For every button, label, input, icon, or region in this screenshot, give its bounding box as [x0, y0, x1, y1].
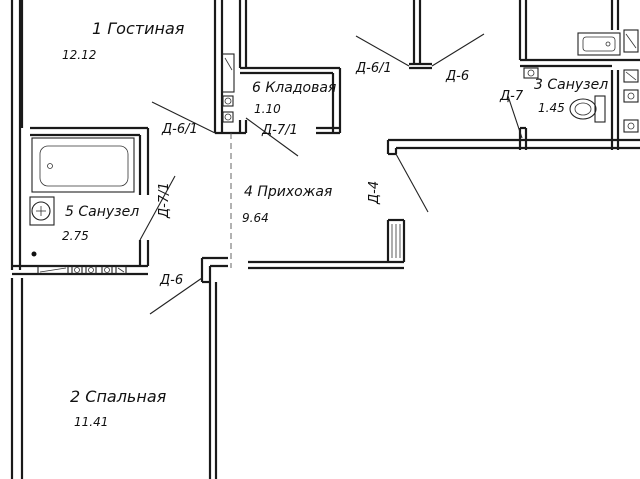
door-label-d7-1-bath: Д-7/1: [157, 182, 172, 219]
room-label-living: 1 Гостиная: [92, 19, 185, 38]
corridor-top-wall: [386, 138, 640, 156]
door-label-d7: Д-7: [499, 89, 524, 104]
door-label-d6-1-living: Д-6/1: [161, 122, 198, 137]
left-exterior-wall: [10, 0, 24, 479]
room-area-living: 12.12: [62, 48, 96, 62]
bathroom-5-walls: [12, 126, 150, 276]
living-room-partition: [213, 0, 342, 135]
room-label-hallway: 4 Прихожая: [244, 184, 332, 200]
hallway-bedroom-walls: [200, 218, 406, 479]
room-area-hallway: 9.64: [242, 211, 269, 225]
door-label-d6-top: Д-6: [445, 69, 469, 84]
door-label-d6-1-top: Д-6/1: [355, 61, 392, 76]
room-area-storage: 1.10: [254, 102, 281, 116]
room-label-storage: 6 Кладовая: [252, 80, 336, 96]
room-label-bathroom-3: 3 Санузел: [534, 77, 608, 93]
door-label-d4: Д-4: [367, 181, 382, 205]
door-label-d6-bedroom: Д-6: [159, 273, 183, 288]
room-area-bathroom-3: 1.45: [538, 101, 565, 115]
top-center-wall: [409, 0, 432, 70]
room-label-bedroom: 2 Спальная: [70, 387, 167, 406]
room-area-bedroom: 11.41: [74, 415, 108, 429]
door-label-d7-1-storage: Д-7/1: [261, 123, 298, 138]
bathroom-3-walls: [518, 0, 640, 150]
door-swings: [139, 33, 523, 315]
room-label-bathroom-5: 5 Санузел: [65, 204, 139, 220]
room-area-bathroom-5: 2.75: [62, 229, 89, 243]
